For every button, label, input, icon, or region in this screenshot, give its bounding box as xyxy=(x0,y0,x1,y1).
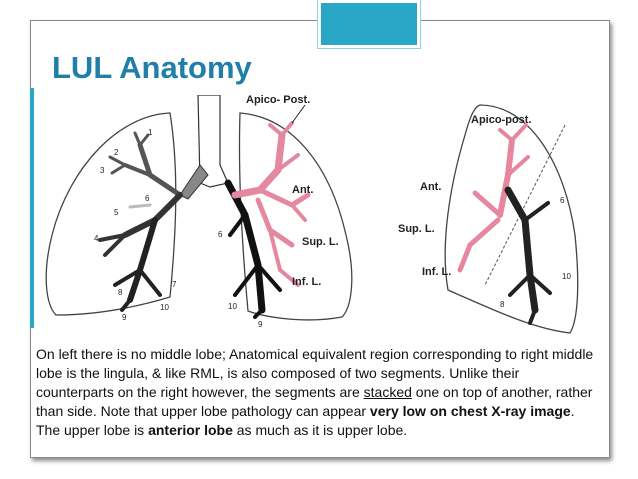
decorative-accent-block xyxy=(318,0,420,48)
segment-number: 6 xyxy=(218,230,223,239)
caption-segment: . The upper lobe is xyxy=(36,403,575,438)
right-lung-outline xyxy=(444,104,579,334)
caption-bold: anterior lobe xyxy=(148,422,233,438)
label-ant-right: Ant. xyxy=(420,181,441,193)
segment-number: 9 xyxy=(258,320,263,329)
label-ant-left: Ant. xyxy=(292,184,313,196)
segment-number: 10 xyxy=(228,302,237,311)
label-apico-post-right: Apico-post. xyxy=(471,114,532,126)
segment-number: 1 xyxy=(148,128,153,137)
trachea xyxy=(179,95,229,200)
segment-number: 10 xyxy=(562,272,571,281)
leader-line xyxy=(291,104,306,124)
segment-number: 10 xyxy=(160,303,169,312)
segment-number: 6 xyxy=(560,196,565,205)
label-inf-l-right: Inf. L. xyxy=(422,266,451,278)
segment-number: 5 xyxy=(114,208,119,217)
label-inf-l-left: Inf. L. xyxy=(292,276,321,288)
caption-segment: one on top of another, rather than side.… xyxy=(36,384,593,419)
label-sup-l-right: Sup. L. xyxy=(398,223,435,235)
caption-text: On left there is no middle lobe; Anatomi… xyxy=(36,345,596,455)
left-lower-lobe-bronchi xyxy=(224,179,282,319)
slide-title: LUL Anatomy xyxy=(52,50,252,85)
accent-bar xyxy=(30,88,34,328)
segment-number: 6 xyxy=(145,194,150,203)
label-sup-l-left: Sup. L. xyxy=(302,236,339,248)
caption-underlined: stacked xyxy=(363,384,412,400)
segment-number: 7 xyxy=(172,280,177,289)
caption-bold: very low on chest X-ray image xyxy=(369,403,571,419)
label-apico-post-left: Apico- Post. xyxy=(246,95,310,106)
segment-number: 4 xyxy=(94,234,99,243)
left-upper-lobe-bronchi xyxy=(231,121,311,287)
right-segment-numbers: 6 8 10 xyxy=(500,196,571,309)
left-segment-numbers: 1 2 3 4 5 6 7 8 9 10 6 10 9 xyxy=(94,128,263,329)
right-diagram-upper-lobe-bronchi xyxy=(457,123,530,273)
slide-frame xyxy=(30,20,610,458)
segment-number: 8 xyxy=(118,288,123,297)
caption-segment: as much as it is upper lobe. xyxy=(232,422,408,438)
segment-number: 8 xyxy=(500,300,505,309)
segment-number: 2 xyxy=(114,148,119,157)
segment-number: 3 xyxy=(100,166,105,175)
fissure-line xyxy=(484,124,566,286)
segment-number: 9 xyxy=(122,313,127,322)
caption-segment: On left there is no middle lobe; Anatomi… xyxy=(36,346,594,400)
lung-anatomy-figure: Apico- Post. Ant. Sup. L. Inf. L. 1 2 3 … xyxy=(45,95,579,334)
left-bronchial-tree-right-side xyxy=(98,131,183,312)
right-diagram-lower-lobe-bronchi xyxy=(504,186,552,325)
left-lung-outline xyxy=(45,112,353,321)
